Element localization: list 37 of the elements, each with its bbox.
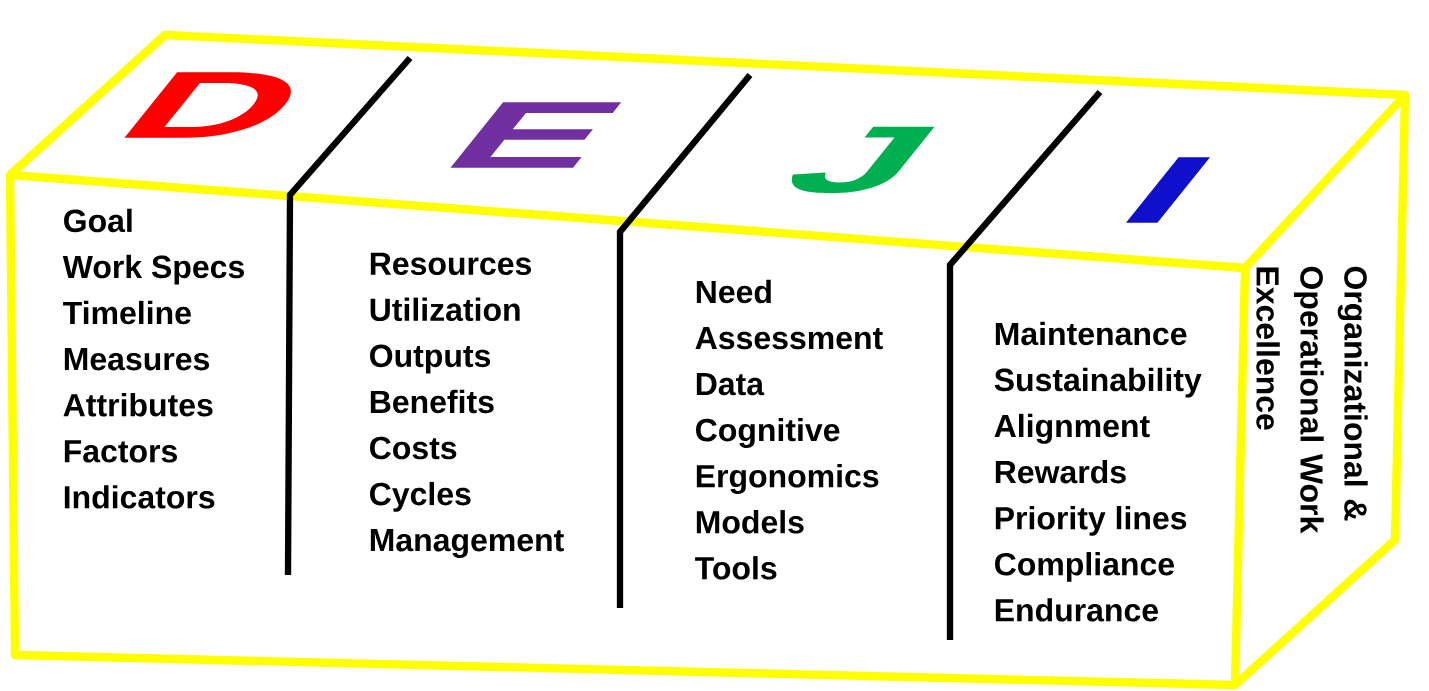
node-label: Alignment [994, 413, 1150, 444]
node-label: Assessment [695, 326, 883, 350]
node-label: Cognitive [696, 417, 840, 448]
node-label: Indicators [64, 485, 215, 509]
side-label: Organizational & Operational Work Excellence [1256, 266, 1368, 534]
node-label: Work Specs [62, 254, 244, 285]
node-label: Ergonomics [696, 463, 879, 494]
node-label: Resources [370, 252, 532, 276]
letter-heading: J [791, 126, 935, 194]
node-label: Benefits [370, 389, 494, 414]
node-label: Endurance [995, 598, 1158, 622]
node-label: Maintenance [995, 321, 1187, 346]
node-label: Rewards [995, 459, 1126, 484]
node-label: Factors [64, 440, 177, 463]
node-label: Utilization [370, 297, 520, 322]
node-label: Sustainability [994, 367, 1202, 398]
letter-heading: I [1126, 157, 1211, 223]
node-label: Need [696, 279, 771, 304]
letter-heading: E [450, 102, 622, 168]
node-label: Data [696, 373, 765, 396]
panel-list: Goal Work Specs Timeline Measures Attributes Factors Indicators [62, 208, 244, 509]
panel-list: Maintenance Sustainability Alignment Rewards Priority lines Compliance Endurance [994, 321, 1202, 622]
node-label: Tools [695, 556, 777, 580]
node-label: Attributes [63, 392, 213, 417]
node-label: Outputs [370, 344, 491, 374]
node-label: Timeline [63, 300, 191, 325]
node-label: Cycles [370, 481, 471, 512]
node-label: Management [370, 529, 564, 558]
node-label: Compliance [995, 552, 1174, 582]
letter-heading: D [124, 72, 291, 138]
node-label: Priority lines [995, 506, 1187, 536]
node-label: Measures [64, 348, 210, 371]
node-label: Costs [370, 436, 457, 460]
node-label: Goal [64, 208, 132, 233]
panel-list: Resources Utilization Outputs Benefits Costs Cycles Management [370, 252, 564, 558]
panel-list: Need Assessment Data Cognitive Ergonomics Models Tools [695, 279, 883, 580]
node-label: Models [696, 510, 804, 534]
